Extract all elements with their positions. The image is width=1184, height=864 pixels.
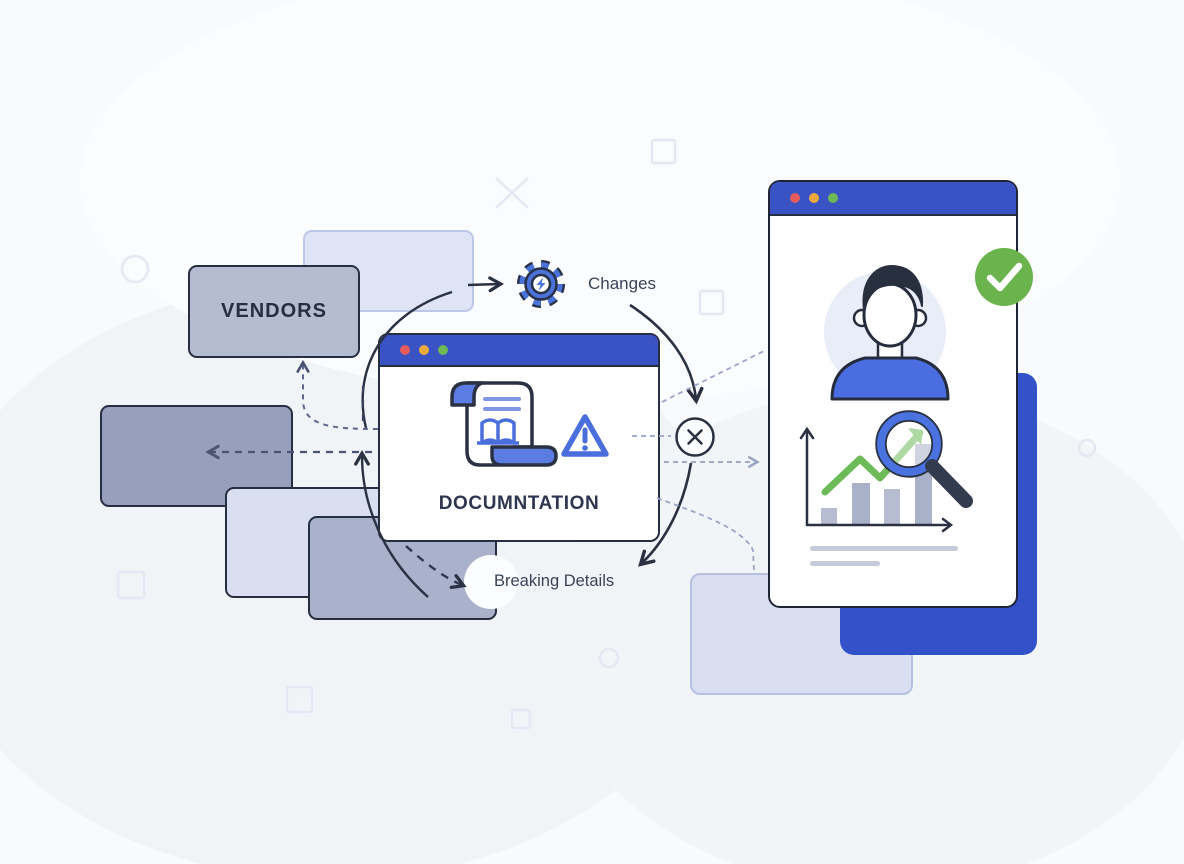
- vendors-card: VENDORS: [188, 265, 360, 358]
- label-notch-circle: [464, 555, 518, 609]
- vendors-label: VENDORS: [221, 300, 327, 322]
- decor-x-mark: [495, 177, 529, 209]
- window-dot-yellow-icon: [809, 193, 819, 203]
- decor-circle: [1077, 438, 1097, 458]
- decor-circle: [598, 647, 620, 669]
- breaking-details-label: Breaking Details: [494, 572, 615, 590]
- decor-square: [650, 138, 677, 165]
- analytics-chart: [799, 410, 973, 566]
- documentation-window: DOCUMNTATION: [378, 333, 660, 542]
- documentation-label: DOCUMNTATION: [438, 493, 600, 514]
- placeholder-text-line: [810, 546, 958, 551]
- warning-triangle-icon: [561, 414, 609, 457]
- documentation-window-titlebar: [380, 335, 658, 367]
- window-dot-yellow-icon: [419, 345, 429, 355]
- trend-line-icon: [821, 428, 924, 496]
- bar: [884, 489, 900, 525]
- bar: [852, 483, 870, 525]
- decor-square: [116, 570, 146, 600]
- success-check-icon: [975, 248, 1033, 306]
- placeholder-text-line: [810, 561, 880, 566]
- window-dot-red-icon: [400, 345, 410, 355]
- profile-window: [768, 180, 1018, 608]
- gear-icon: [517, 260, 565, 308]
- open-book-icon: [477, 418, 519, 445]
- decor-square: [698, 289, 725, 316]
- window-dot-green-icon: [828, 193, 838, 203]
- decor-square: [510, 708, 532, 730]
- chart-axes: [799, 426, 954, 533]
- error-x-icon: [675, 417, 715, 457]
- profile-window-content: [799, 265, 973, 566]
- magnifier-icon: [875, 410, 973, 508]
- profile-window-titlebar: [770, 182, 1016, 216]
- person-avatar-icon: [824, 265, 950, 401]
- decor-square: [285, 685, 314, 714]
- window-dot-red-icon: [790, 193, 800, 203]
- bar: [821, 508, 837, 525]
- scroll-document-icon: [450, 381, 609, 467]
- bolt-icon: [536, 277, 546, 291]
- changes-label: Changes: [588, 274, 657, 293]
- decor-circle: [120, 254, 150, 284]
- window-dot-green-icon: [438, 345, 448, 355]
